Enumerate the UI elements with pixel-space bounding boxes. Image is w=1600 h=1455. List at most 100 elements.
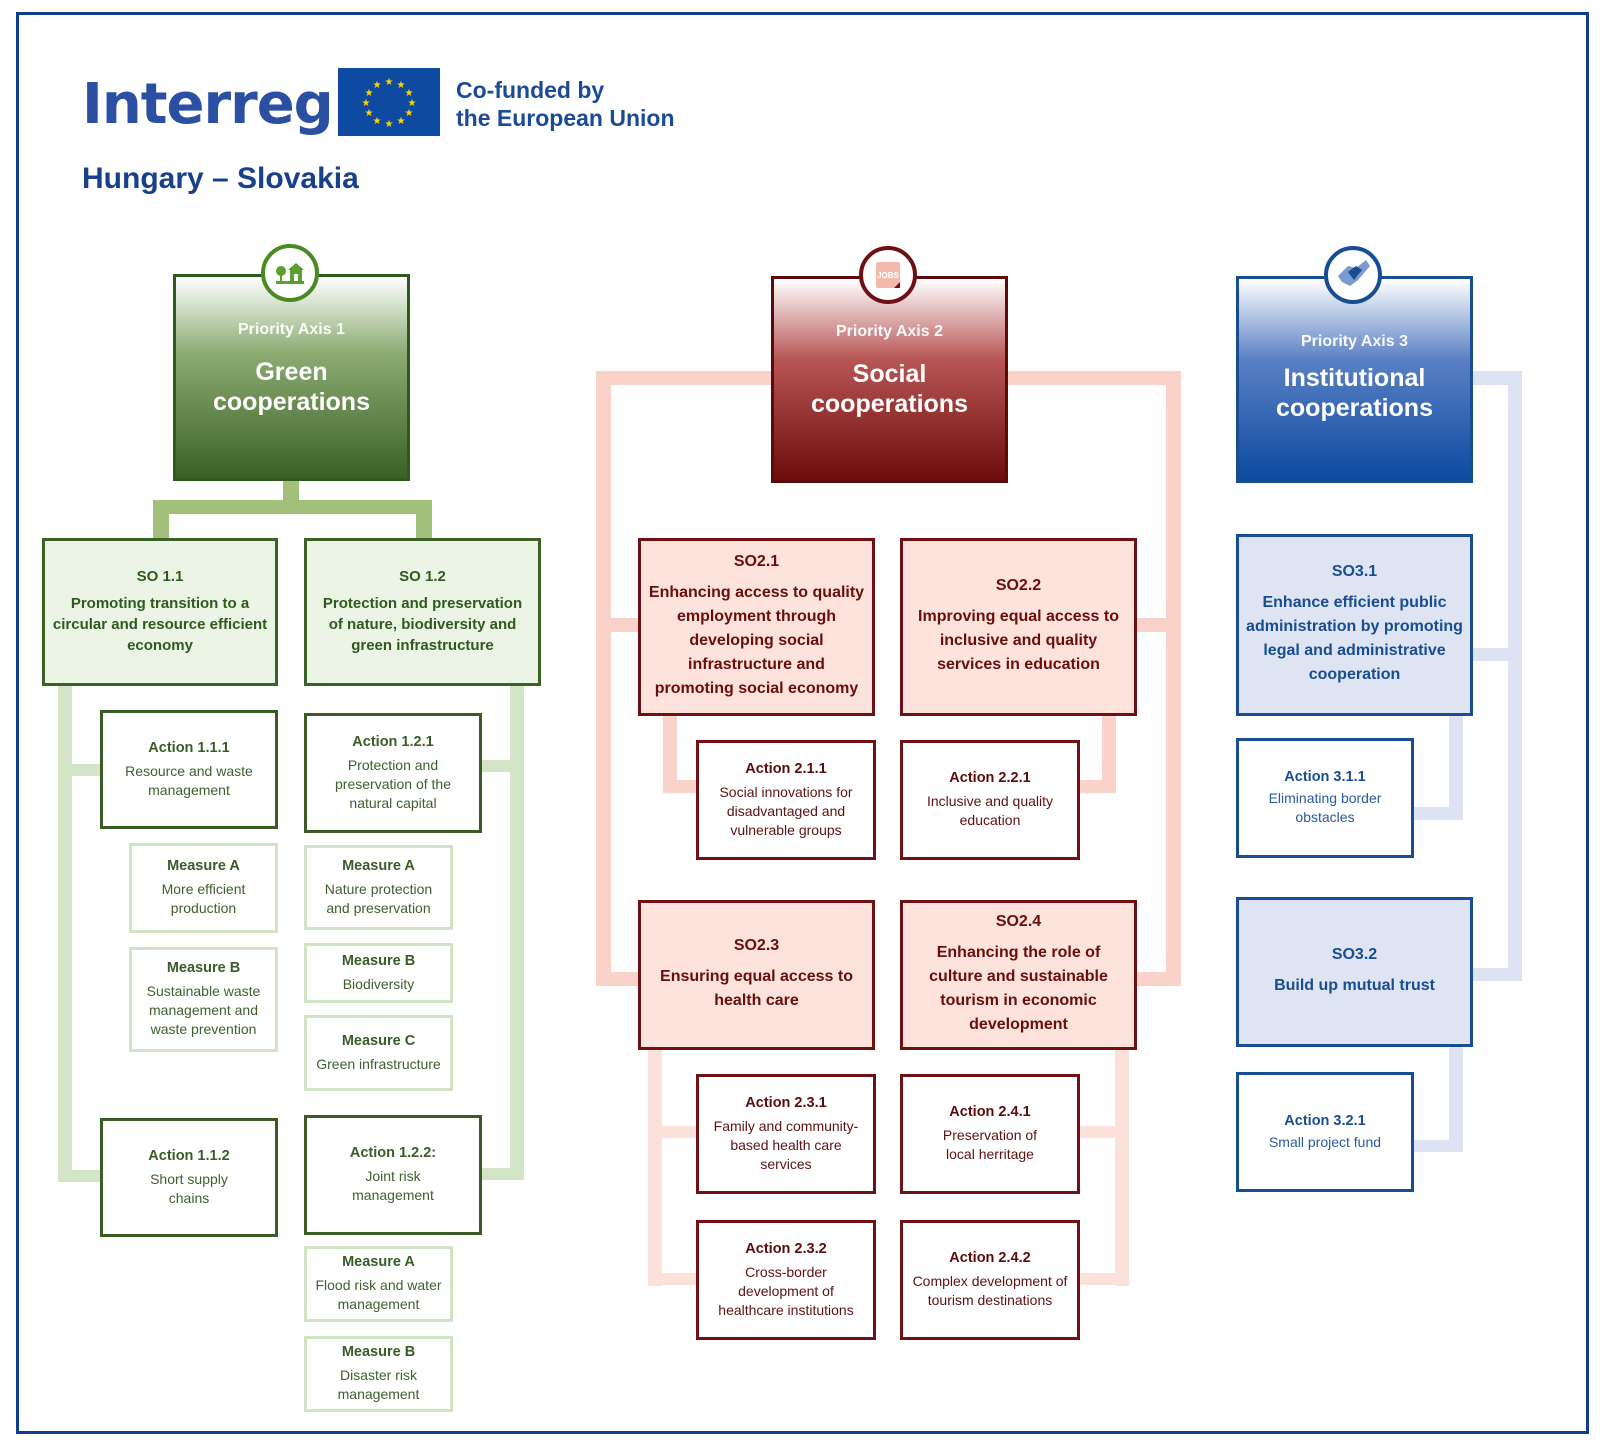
measure-text: Disaster risk management [337, 1367, 420, 1402]
svg-text:★: ★ [397, 116, 406, 127]
svg-text:★: ★ [405, 88, 414, 99]
connector [1006, 371, 1180, 385]
so-code: SO2.2 [995, 577, 1042, 594]
action-code: Action 2.1.1 [745, 760, 827, 777]
eu-flag-icon: ★★★ ★★★ ★★★ ★★★ [338, 68, 440, 136]
so-text: Improving equal access to inclusive and … [918, 608, 1119, 673]
action-text: Protection and preservation of the natur… [335, 756, 451, 811]
measure-text: Sustainable waste management and waste p… [146, 983, 261, 1037]
connector [1166, 371, 1181, 986]
axis-label: Priority Axis 2 [835, 323, 943, 340]
axis-title: Institutional cooperations [1276, 364, 1433, 422]
so-text: Protection and preservation of nature, b… [322, 595, 523, 654]
measure-box: Measure A Nature protection and preserva… [304, 845, 453, 930]
so-1-1-box: SO 1.1 Promoting transition to a circula… [42, 538, 278, 686]
measure-code: Measure C [341, 1032, 416, 1049]
axis-title: Green cooperations [213, 358, 370, 416]
measure-code: Measure A [167, 858, 240, 874]
action-1-1-1-box: Action 1.1.1 Resource and waste manageme… [100, 710, 278, 829]
so-code: SO3.1 [1331, 563, 1378, 580]
connector [596, 371, 776, 385]
page-frame [16, 12, 1589, 1434]
action-text: Short supply chains [150, 1170, 228, 1206]
connector [1077, 780, 1116, 793]
action-code: Action 2.3.1 [745, 1094, 827, 1111]
action-2-2-1-box: Action 2.2.1 Inclusive and quality educa… [900, 740, 1080, 860]
interreg-logo: Interreg [82, 72, 334, 137]
action-code: Action 3.1.1 [1284, 769, 1366, 785]
measure-box: Measure B Disaster risk management [304, 1336, 453, 1412]
measure-code: Measure B [341, 952, 416, 969]
connector [58, 1170, 102, 1182]
action-code: Action 2.4.1 [949, 1104, 1031, 1120]
action-code: Action 1.1.1 [148, 739, 230, 756]
priority-axis-1: Priority Axis 1 Green cooperations [173, 274, 410, 481]
action-code: Action 1.1.2 [148, 1147, 230, 1164]
svg-text:★: ★ [385, 119, 394, 130]
action-2-4-1-box: Action 2.4.1 Preservation of local herri… [900, 1074, 1080, 1194]
action-code: Action 1.2.1 [352, 733, 434, 750]
measure-box: Measure A More efficient production [129, 843, 278, 933]
axis-title: Social cooperations [811, 360, 968, 418]
connector [1449, 715, 1463, 820]
connector [480, 760, 524, 772]
action-2-3-1-box: Action 2.3.1 Family and community-based … [696, 1074, 876, 1194]
axis-label: Priority Axis 1 [237, 321, 345, 338]
connector [416, 500, 432, 540]
svg-text:★: ★ [365, 108, 374, 119]
so-2-1-box: SO2.1 Enhancing access to quality employ… [638, 538, 875, 716]
connector [1470, 648, 1522, 661]
svg-text:★: ★ [405, 108, 414, 119]
action-text: Complex development of tourism destinati… [912, 1273, 1068, 1308]
action-2-3-2-box: Action 2.3.2 Cross-border development of… [696, 1220, 876, 1340]
action-text: Small project fund [1268, 1133, 1382, 1150]
so-code: SO2.3 [733, 937, 780, 954]
so-3-2-box: SO3.2 Build up mutual trust [1236, 897, 1473, 1047]
so-text: Enhancing access to quality employment t… [648, 584, 865, 697]
action-text: Social innovations for disadvantaged and… [719, 783, 853, 838]
measure-text: Flood risk and water management [315, 1277, 442, 1312]
measure-code: Measure B [341, 1344, 416, 1360]
measure-text: More efficient production [161, 881, 246, 916]
connector [1077, 1126, 1129, 1138]
action-text: Eliminating border obstacles [1268, 790, 1382, 825]
so-2-4-box: SO2.4 Enhancing the role of culture and … [900, 900, 1137, 1050]
so-1-2-box: SO 1.2 Protection and preservation of na… [304, 538, 541, 686]
svg-text:★: ★ [373, 80, 382, 91]
connector [1470, 968, 1522, 981]
cofunded-line2: the European Union [456, 105, 675, 131]
priority-axis-3: Priority Axis 3 Institutional cooperatio… [1236, 276, 1473, 483]
connector [1508, 371, 1522, 981]
connector [58, 685, 72, 1180]
action-1-1-2-box: Action 1.1.2 Short supply chains [100, 1118, 278, 1237]
action-text: Cross-border development of healthcare i… [718, 1263, 854, 1318]
action-text: Joint risk management [352, 1168, 434, 1203]
so-code: SO2.1 [733, 553, 780, 570]
connector [1115, 1048, 1129, 1286]
measure-box: Measure B Sustainable waste management a… [129, 947, 278, 1052]
svg-text:★: ★ [397, 80, 406, 91]
so-code: SO 1.1 [136, 568, 184, 585]
measure-text: Biodiversity [342, 975, 415, 992]
connector [663, 780, 703, 793]
so-code: SO3.2 [1331, 946, 1378, 963]
connector [1136, 618, 1180, 632]
handshake-icon [1324, 246, 1382, 304]
svg-text:★: ★ [408, 98, 417, 109]
connector [480, 1168, 524, 1180]
action-code: Action 2.3.2 [745, 1240, 827, 1257]
connector [663, 715, 677, 793]
action-1-2-2-box: Action 1.2.2: Joint risk management [304, 1115, 482, 1235]
so-3-1-box: SO3.1 Enhance efficient public administr… [1236, 534, 1473, 716]
so-text: Build up mutual trust [1274, 977, 1435, 994]
so-text: Enhance efficient public administration … [1246, 594, 1463, 683]
connector [58, 764, 102, 776]
jobs-note-icon: JOBS [859, 246, 917, 304]
connector [596, 618, 640, 632]
action-2-1-1-box: Action 2.1.1 Social innovations for disa… [696, 740, 876, 860]
action-3-1-1-box: Action 3.1.1 Eliminating border obstacle… [1236, 738, 1414, 858]
connector [1136, 972, 1180, 986]
connector [153, 500, 169, 540]
jobs-icon-text: JOBS [877, 271, 899, 280]
svg-text:★: ★ [385, 77, 394, 88]
